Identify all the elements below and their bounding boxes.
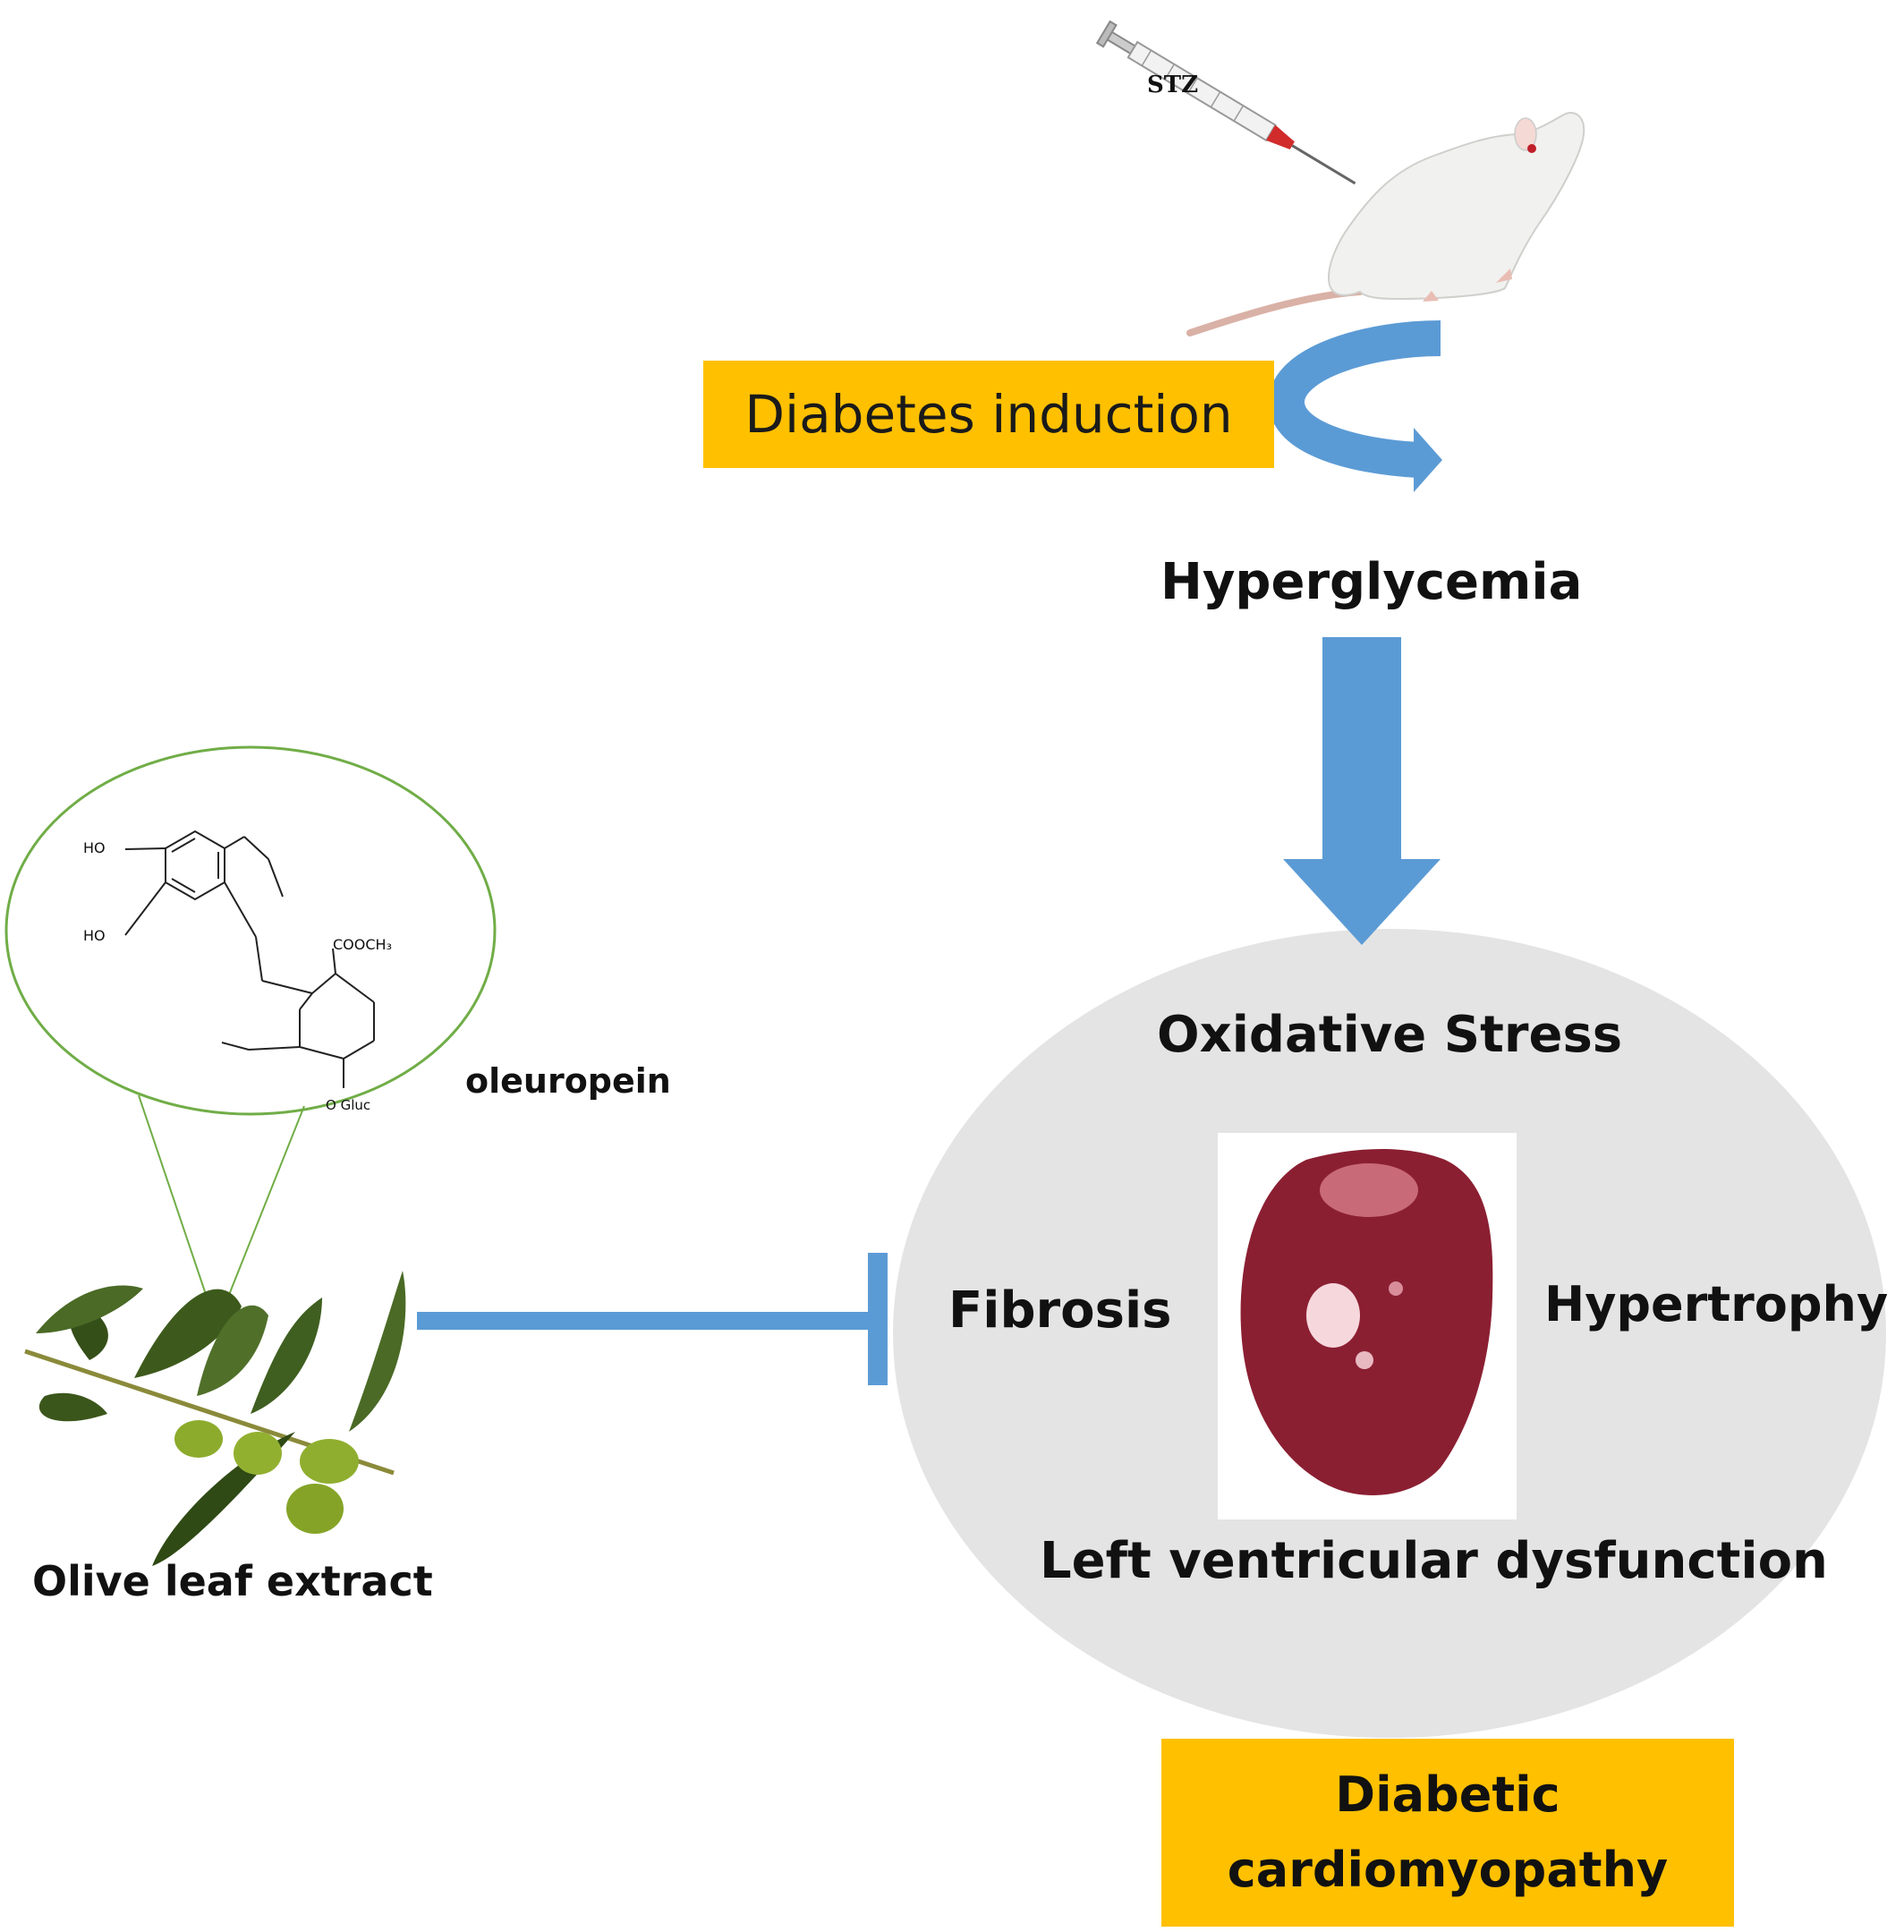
curved-arrow xyxy=(1269,320,1442,492)
molecule-hydroxyl-1: HO xyxy=(83,839,106,856)
olive-leaf-extract-label: Olive leaf extract xyxy=(32,1557,433,1605)
down-arrow xyxy=(1283,637,1441,945)
rat-illustration xyxy=(1186,112,1585,336)
molecule-zoom-callout xyxy=(4,745,497,1327)
syringe-icon xyxy=(1095,20,1356,185)
molecule-glucoside: O Gluc xyxy=(326,1097,371,1113)
diabetes-induction-box: Diabetes induction xyxy=(703,361,1274,468)
diabetes-induction-label: Diabetes induction xyxy=(744,384,1233,445)
fibrosis-label: Fibrosis xyxy=(948,1281,1172,1340)
hyperglycemia-label: Hyperglycemia xyxy=(1160,553,1583,611)
hypertrophy-label: Hypertrophy xyxy=(1544,1276,1889,1332)
inhibition-line xyxy=(417,1253,888,1385)
diabetic-cardiomyopathy-label: Diabetic cardiomyopathy xyxy=(1227,1766,1669,1898)
stz-label: STZ xyxy=(1147,72,1199,98)
diabetic-cardiomyopathy-box: Diabetic cardiomyopathy xyxy=(1161,1739,1734,1927)
heart-photo xyxy=(1218,1133,1517,1519)
olive-branch-illustration xyxy=(24,1271,406,1566)
left-ventricular-dysfunction-label: Left ventricular dysfunction xyxy=(1040,1532,1828,1590)
molecule-hydroxyl-2: HO xyxy=(83,927,106,944)
oxidative-stress-label: Oxidative Stress xyxy=(1157,1006,1623,1064)
molecule-ester: COOCH₃ xyxy=(333,936,392,953)
oleuropein-label: oleuropein xyxy=(465,1061,671,1101)
oleuropein-structure xyxy=(124,830,375,1088)
